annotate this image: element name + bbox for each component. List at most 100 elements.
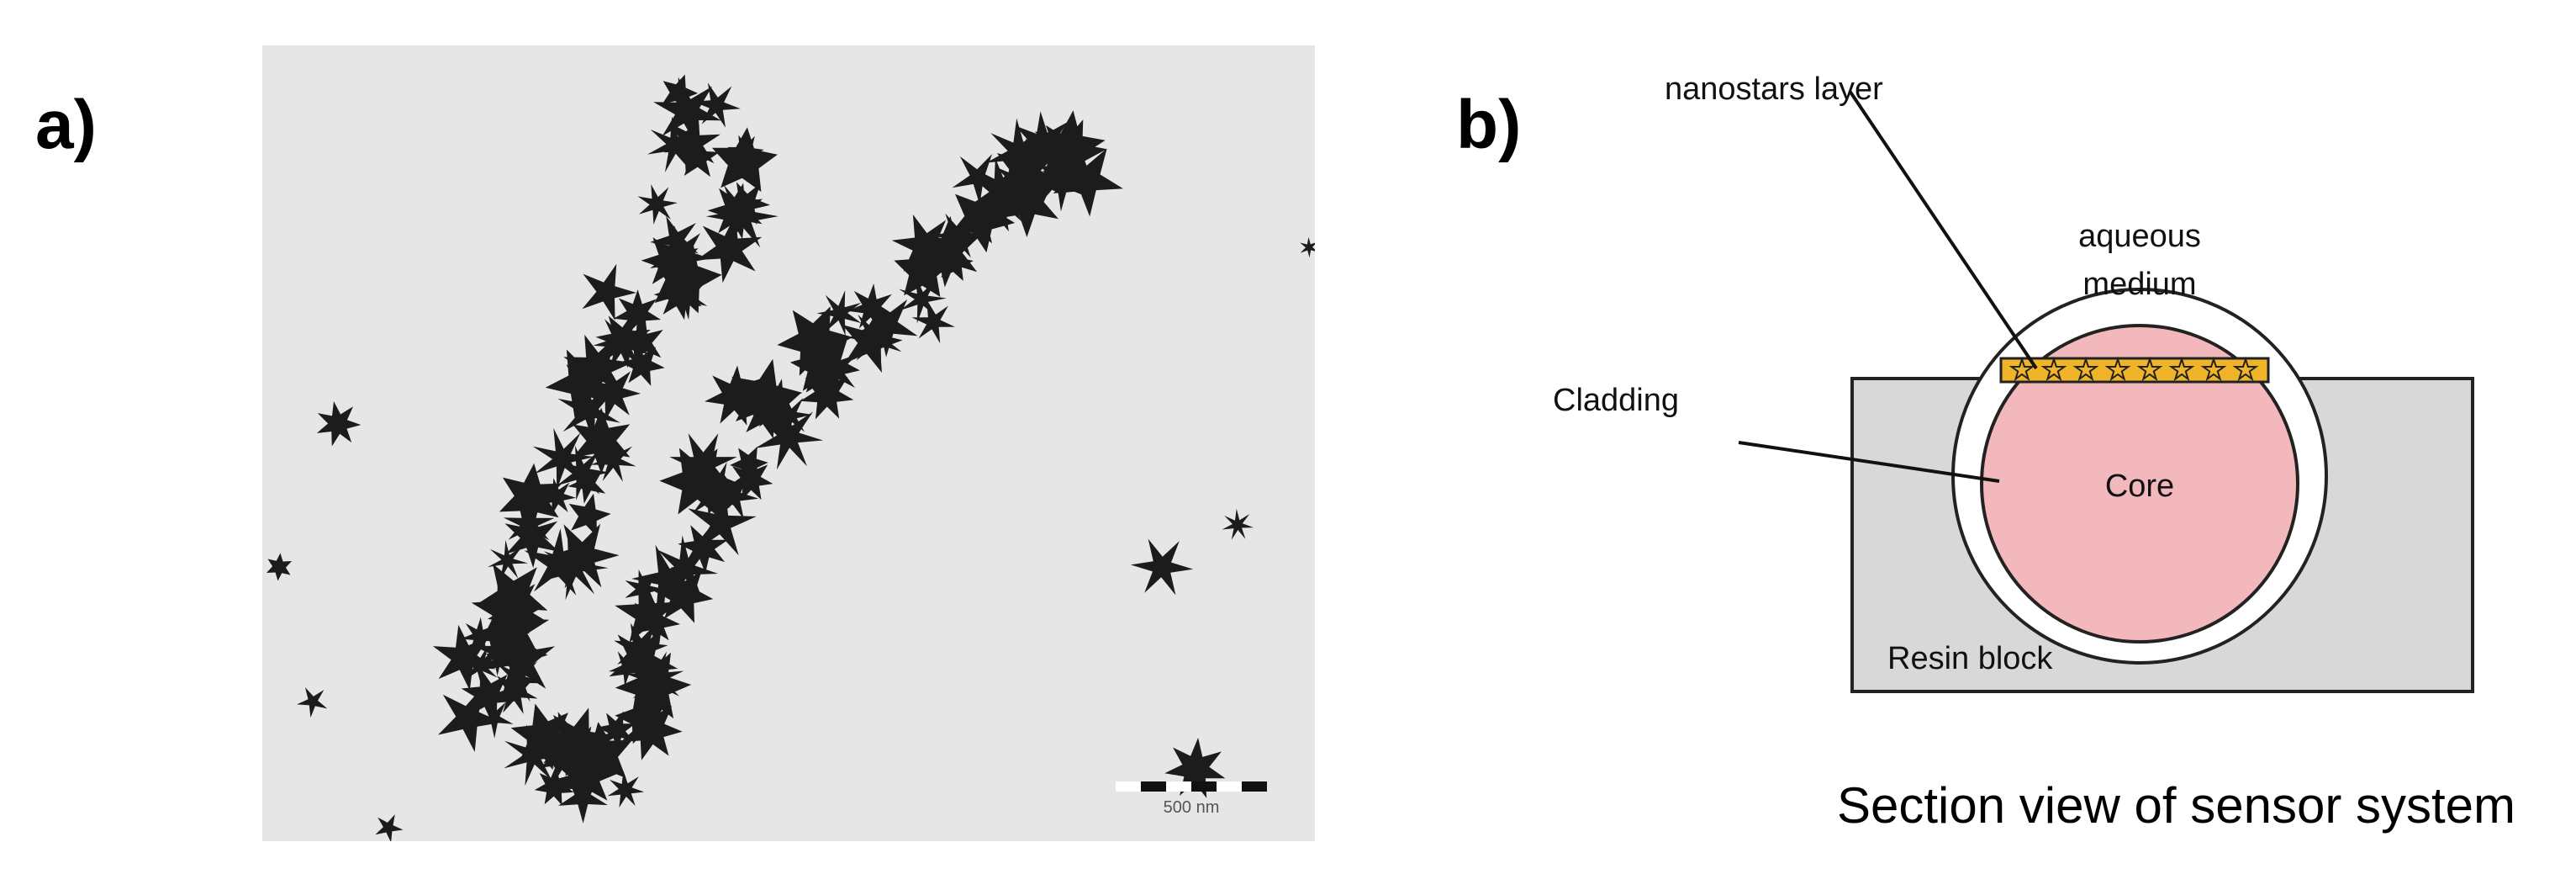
layer-nanostar bbox=[2104, 356, 2131, 382]
nanostar-particle bbox=[631, 544, 696, 612]
nanostar-particle bbox=[693, 82, 741, 128]
scale-bar-white-segment-3 bbox=[1217, 781, 1242, 792]
nanostar-particle bbox=[542, 533, 609, 601]
cladding-label: Cladding bbox=[1553, 383, 1679, 418]
nanostar-particle bbox=[949, 187, 1016, 253]
nanostar-particle bbox=[567, 465, 606, 504]
aqueous-medium-label-line2: medium bbox=[2082, 267, 2196, 302]
nanostar-particle bbox=[993, 155, 1042, 209]
nanostars-layer-leader-line bbox=[1848, 89, 2038, 370]
nanostar-particle bbox=[669, 433, 737, 500]
nanostar-particle bbox=[731, 358, 803, 432]
layer-nanostar bbox=[2009, 356, 2035, 382]
nanostar-particle bbox=[504, 723, 565, 787]
nanostar-particle bbox=[1130, 538, 1194, 596]
nanostar-particle bbox=[490, 667, 538, 714]
nanostar-particle bbox=[637, 184, 678, 225]
nanostar-particle bbox=[582, 263, 636, 320]
nanostars-layer bbox=[1999, 357, 2270, 384]
nanostar-particle bbox=[590, 437, 636, 482]
nanostar-particle bbox=[891, 215, 958, 278]
nanostar-particle bbox=[593, 315, 651, 369]
nanostar-particle bbox=[475, 702, 514, 739]
scale-bar-white-segment-1 bbox=[1116, 781, 1141, 792]
nanostar-particle bbox=[459, 646, 500, 687]
nanostar-particles bbox=[267, 74, 1315, 841]
sensor-section-diagram: nanostars layer aqueous medium Cladding … bbox=[1553, 72, 2474, 693]
nanostar-particle bbox=[554, 726, 606, 773]
scale-bar-black-segment-1 bbox=[1141, 781, 1166, 792]
diagram-caption: Section view of sensor system bbox=[1837, 777, 2515, 834]
layer-nanostar bbox=[2072, 356, 2099, 382]
scale-bar-white-segment-2 bbox=[1166, 781, 1191, 792]
nanostar-particle bbox=[995, 164, 1058, 237]
nanostar-particle bbox=[652, 566, 714, 623]
nanostar-particle bbox=[708, 473, 759, 520]
nanostar-particle bbox=[626, 651, 684, 709]
nanostar-particle bbox=[979, 193, 1021, 232]
nanostar-particle bbox=[492, 652, 544, 703]
nanostar-particle bbox=[711, 127, 778, 192]
nanostar-particle bbox=[894, 240, 953, 297]
nanostar-particle bbox=[707, 183, 763, 240]
nanostar-particle bbox=[1164, 738, 1226, 798]
nanostar-particle bbox=[1222, 508, 1254, 540]
nanostar-particle bbox=[499, 463, 562, 532]
nanostar-particle bbox=[607, 771, 645, 808]
nanostar-particle bbox=[1011, 111, 1076, 177]
nanostar-particle bbox=[684, 462, 746, 523]
nanostar-particle bbox=[471, 575, 546, 649]
nanostar-particle bbox=[613, 289, 662, 336]
nanostar-particle bbox=[586, 365, 641, 421]
nanostars-layer-label: nanostars layer bbox=[1665, 72, 1883, 107]
nanostar-particle bbox=[316, 401, 362, 447]
nanostar-particle bbox=[995, 138, 1054, 205]
layer-nanostar bbox=[2136, 356, 2163, 382]
nanostar-particle bbox=[557, 377, 620, 444]
nanostar-particle bbox=[647, 116, 704, 172]
nanostar-particle bbox=[932, 213, 984, 258]
layer-nanostar bbox=[2200, 356, 2227, 382]
tem-micrograph: 500 nm bbox=[262, 45, 1315, 841]
core bbox=[1980, 324, 2299, 644]
nanostar-particle bbox=[553, 742, 619, 809]
nanostar-particle bbox=[619, 343, 665, 386]
scale-bar-black-segment-2 bbox=[1191, 781, 1217, 792]
nanostar-particle bbox=[267, 553, 292, 581]
layer-nanostar bbox=[2232, 356, 2259, 382]
layer-nanostars bbox=[2009, 356, 2259, 382]
cladding-leader-line bbox=[1738, 441, 2000, 483]
nanostar-particle bbox=[1032, 119, 1107, 190]
nanostar-particle bbox=[846, 310, 903, 368]
resin-block-label: Resin block bbox=[1887, 641, 2053, 676]
nanostar-particle bbox=[777, 306, 853, 376]
nanostar-particle bbox=[488, 539, 529, 580]
nanostar-particle bbox=[615, 580, 679, 643]
nanostar-particle bbox=[596, 711, 636, 750]
nanostar-particle bbox=[297, 687, 328, 718]
nanostar-particle bbox=[847, 283, 895, 331]
layer-nanostar bbox=[2168, 356, 2195, 382]
nanostar-particle bbox=[568, 493, 611, 537]
nanostar-particle bbox=[789, 336, 853, 395]
nanostar-particle bbox=[1300, 236, 1315, 258]
nanostar-particle bbox=[641, 231, 699, 291]
nanostar-particle bbox=[484, 624, 556, 694]
nanostar-particle bbox=[696, 214, 763, 283]
scale-bar-label: 500 nm bbox=[1164, 798, 1220, 817]
nanostar-particle bbox=[705, 365, 765, 426]
nanostar-particle bbox=[545, 349, 615, 420]
nanostar-particle bbox=[573, 726, 615, 768]
nanostar-particle bbox=[952, 154, 1005, 205]
nanostar-particle bbox=[476, 593, 550, 667]
nanostar-particle bbox=[728, 457, 773, 501]
panel-a-label: a) bbox=[35, 87, 97, 163]
nanostar-particle bbox=[573, 407, 631, 474]
nanostar-particle bbox=[730, 446, 768, 481]
nanostar-particle bbox=[461, 617, 498, 654]
nanostar-particle bbox=[816, 290, 862, 336]
nanostar-particle bbox=[375, 814, 404, 841]
nanostar-particle bbox=[800, 367, 854, 420]
panel-b-label: b) bbox=[1456, 87, 1522, 163]
aqueous-medium-label-line1: aqueous bbox=[2078, 219, 2201, 254]
